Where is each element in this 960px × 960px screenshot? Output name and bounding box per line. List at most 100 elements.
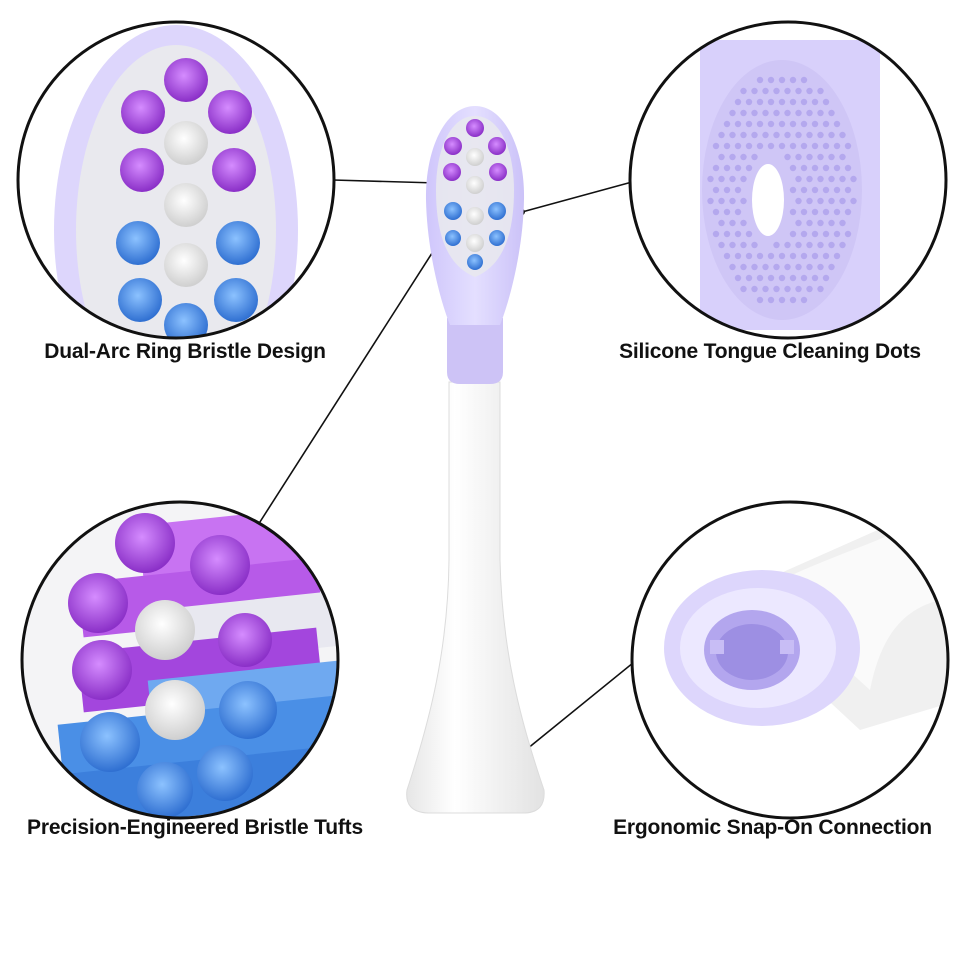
cleaning-dot [712, 230, 720, 238]
cleaning-dot [828, 241, 835, 249]
cleaning-dot [795, 285, 802, 293]
cleaning-dot [806, 153, 813, 161]
cleaning-dot [806, 109, 813, 117]
cleaning-dot [800, 186, 808, 194]
connector-lines [257, 179, 645, 750]
cleaning-dot [756, 76, 764, 84]
caption-tongue-cleaner: Silicone Tongue Cleaning Dots [619, 340, 921, 363]
cleaning-dot [789, 142, 797, 150]
cleaning-dot [723, 120, 731, 128]
cleaning-dot [806, 131, 813, 139]
cleaning-dot [850, 175, 857, 183]
detail-circle-connection [630, 500, 950, 820]
cleaning-dot [784, 241, 791, 249]
cleaning-dot [833, 230, 841, 238]
cleaning-dot [789, 274, 797, 282]
cleaning-dot [828, 175, 835, 183]
cleaning-dot [817, 241, 824, 249]
cleaning-dot [839, 153, 846, 161]
cleaning-dot [800, 120, 808, 128]
cleaning-dot [789, 296, 797, 304]
cleaning-dot [800, 296, 808, 304]
caption-bristle-design: Dual-Arc Ring Bristle Design [44, 340, 326, 363]
cleaning-dot [745, 274, 753, 282]
cleaning-dot [767, 296, 775, 304]
cleaning-dot [844, 142, 852, 150]
cleaning-dot [828, 263, 835, 271]
cleaning-dot [800, 142, 808, 150]
detail-circle-bristle-design [16, 20, 336, 340]
cleaning-dot [773, 87, 780, 95]
cleaning-dot [718, 175, 725, 183]
cleaning-dot [723, 252, 731, 260]
cleaning-dot [784, 109, 791, 117]
cleaning-dot [800, 208, 808, 216]
cleaning-dot [762, 109, 769, 117]
cleaning-dot [806, 87, 813, 95]
cleaning-dot [773, 131, 780, 139]
cleaning-dot [800, 98, 808, 106]
cleaning-dot [778, 274, 786, 282]
cleaning-dot [828, 153, 835, 161]
cleaning-dot [718, 197, 725, 205]
cleaning-dot [822, 274, 830, 282]
cleaning-dot [751, 87, 758, 95]
cleaning-dot [729, 197, 736, 205]
cleaning-dot [839, 197, 846, 205]
cleaning-dot [828, 109, 835, 117]
cleaning-dot [778, 98, 786, 106]
cleaning-dot [811, 186, 819, 194]
cleaning-dot [822, 230, 830, 238]
cleaning-dot [844, 208, 852, 216]
cleaning-dot [767, 98, 775, 106]
cleaning-dot [723, 142, 731, 150]
cleaning-dot [729, 109, 736, 117]
cleaning-dot [795, 263, 802, 271]
cleaning-dot [784, 87, 791, 95]
cleaning-dot [828, 131, 835, 139]
cleaning-dot [839, 175, 846, 183]
cleaning-dot [745, 230, 753, 238]
cleaning-dot [817, 153, 824, 161]
cleaning-dot [762, 131, 769, 139]
cleaning-dot [795, 241, 802, 249]
cleaning-dot [734, 142, 742, 150]
cleaning-dot [789, 98, 797, 106]
cleaning-dot [723, 208, 731, 216]
caption-connection: Ergonomic Snap-On Connection [613, 816, 932, 839]
cleaning-dot [784, 153, 791, 161]
cleaning-dot [828, 197, 835, 205]
caption-bristle-tufts: Precision-Engineered Bristle Tufts [27, 816, 363, 839]
cleaning-dot [778, 76, 786, 84]
cleaning-dot [773, 285, 780, 293]
cleaning-dot [773, 109, 780, 117]
cleaning-dot [740, 175, 747, 183]
cleaning-dot [734, 230, 742, 238]
connector-line-connection [526, 653, 645, 750]
cleaning-dot [778, 296, 786, 304]
cleaning-dot [712, 186, 720, 194]
cleaning-dot [767, 274, 775, 282]
cleaning-dot [811, 142, 819, 150]
cleaning-dot [723, 186, 731, 194]
cleaning-dot [811, 274, 819, 282]
cleaning-dot [734, 120, 742, 128]
cleaning-dot [789, 76, 797, 84]
cleaning-dot [822, 252, 830, 260]
connector-line-bristle-design [332, 179, 438, 184]
cleaning-dot [833, 252, 841, 260]
cleaning-dot [811, 252, 819, 260]
cleaning-dot [839, 219, 846, 227]
cleaning-dot [756, 120, 764, 128]
cleaning-dot [822, 164, 830, 172]
cleaning-dot [817, 87, 824, 95]
cleaning-dot [817, 285, 824, 293]
cleaning-dot [756, 142, 764, 150]
cleaning-dot [751, 109, 758, 117]
cleaning-dot [833, 120, 841, 128]
cleaning-dot [712, 164, 720, 172]
cleaning-dot [844, 230, 852, 238]
cleaning-dot [795, 109, 802, 117]
cleaning-dot [806, 241, 813, 249]
